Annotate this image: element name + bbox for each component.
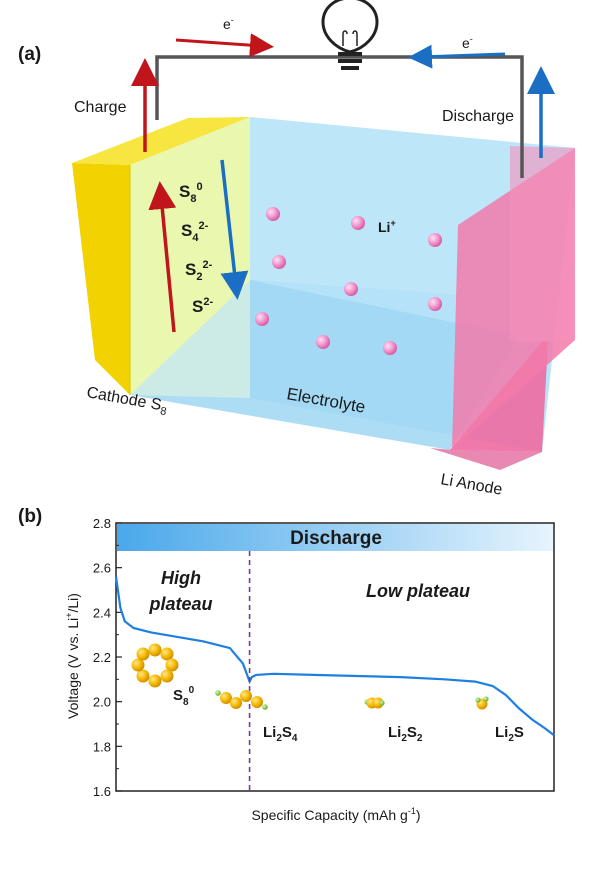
li2s2-label: Li2S2: [388, 724, 423, 744]
y-axis-ticks: 1.6 1.8 2.0 2.2 2.4 2.6 2.8: [93, 516, 122, 799]
li-ion: [255, 312, 269, 326]
li-ion: [428, 233, 442, 247]
li-ion: [266, 207, 280, 221]
li2s4-molecule-icon: [215, 690, 268, 710]
polysulfide-species: S80 S42- S22- S2-: [179, 181, 213, 316]
charge-label: Charge: [74, 99, 127, 116]
li-ion: [344, 282, 358, 296]
species-s2: S22-: [185, 259, 213, 283]
li2s-label: Li2S: [495, 724, 524, 744]
panel-b-label: (b): [18, 506, 42, 527]
li-ion: [272, 255, 286, 269]
voltage-chart: Discharge 1.6 1.8 2.0 2.2 2.4 2.6 2.8 High pla…: [64, 516, 555, 823]
panel-a-label: (a): [18, 44, 41, 65]
electron-flow-discharge-arrow: [408, 44, 506, 69]
li2s2-molecule-icon: [364, 697, 385, 709]
li-ion: [351, 216, 365, 230]
species-s4: S42-: [181, 220, 209, 244]
y-tick-label: 1.6: [93, 784, 111, 799]
y-tick-label: 2.2: [93, 650, 111, 665]
y-tick-label: 1.8: [93, 739, 111, 754]
low-plateau-label: Low plateau: [366, 581, 470, 601]
plot-frame: [115, 522, 555, 792]
electron-flow-charge-arrow: [175, 33, 274, 58]
high-plateau-label-line1: High: [161, 568, 201, 588]
discharge-curve: [114, 576, 555, 737]
discharge-banner: [117, 524, 553, 551]
high-plateau-label-line2: plateau: [148, 594, 212, 614]
anode-label: Li Anode: [439, 471, 503, 499]
light-bulb-icon: [321, 0, 379, 70]
li-ion: [316, 335, 330, 349]
li2s-molecule-icon: [475, 696, 489, 710]
anode-block: [430, 146, 575, 470]
x-axis-label: Specific Capacity (mAh g-1): [251, 806, 420, 823]
y-tick-label: 2.6: [93, 561, 111, 576]
external-circuit: [155, 55, 524, 178]
li-ion-label: Li+: [378, 218, 396, 235]
discharge-banner-label: Discharge: [290, 528, 382, 549]
electron-label-right: e-: [462, 34, 473, 51]
discharge-label: Discharge: [442, 108, 514, 125]
li2s4-label: Li2S4: [263, 724, 298, 744]
y-tick-label: 2.8: [93, 516, 111, 531]
y-tick-label: 2.0: [93, 695, 111, 710]
li-ion: [428, 297, 442, 311]
species-s8: S80: [179, 181, 203, 205]
electron-label-left: e-: [223, 15, 234, 32]
y-axis-label: Voltage (V vs. Li+/Li): [64, 593, 81, 719]
charge-reaction-arrow: [148, 181, 177, 333]
species-s: S2-: [192, 296, 213, 316]
s8-label: S80: [173, 685, 195, 708]
li-ion: [383, 341, 397, 355]
discharge-reaction-arrow: [220, 159, 249, 300]
y-tick-label: 2.4: [93, 605, 111, 620]
lithium-ions: [255, 207, 442, 355]
s8-molecule-icon: [131, 643, 179, 688]
